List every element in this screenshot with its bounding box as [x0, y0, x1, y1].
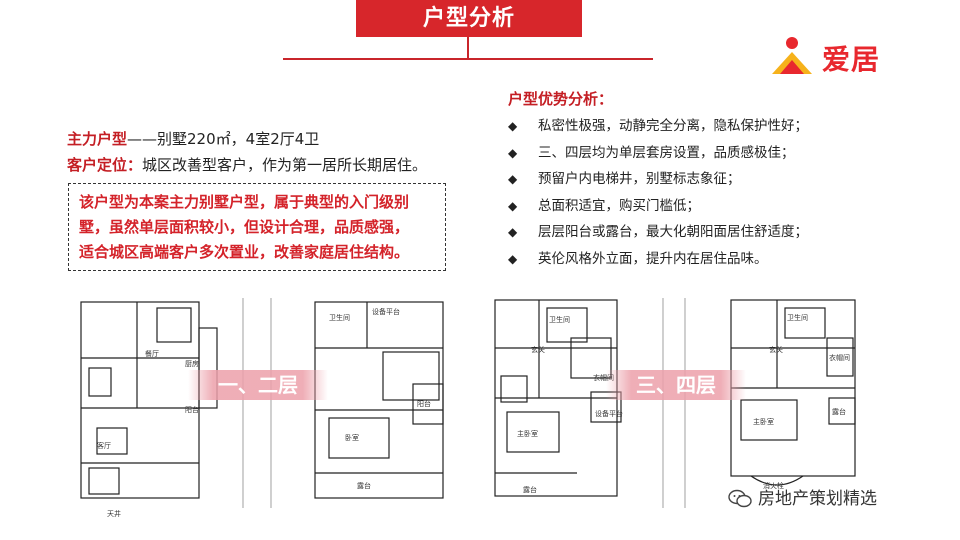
diamond-bullet-icon: ◆ — [508, 145, 518, 160]
highlight-line: 该户型为本案主力别墅户型，属于典型的入门级别 — [79, 193, 410, 211]
floor-banner-1-2: 一、二层 — [188, 370, 328, 400]
floorplan-3-4: 卫生间 玄关 衣帽间 主卧室 设备平台 露台 卫生间 玄关 衣帽间 主卧室 露台… — [487, 288, 879, 520]
room-label: 设备平台 — [372, 307, 400, 316]
positioning-row: 客户定位：城区改善型客户，作为第一居所长期居住。 — [67, 152, 427, 178]
room-label: 卧室 — [345, 433, 359, 442]
floorplan-1-2: 餐厅 厨房 客厅 阳台 卫生间 设备平台 卧室 阳台 露台 天井 — [67, 288, 459, 520]
highlight-line: 墅，虽然单层面积较小，但设计合理，品质感强， — [79, 218, 410, 236]
advantages-list: ◆私密性极强，动静完全分离，隐私保护性好； ◆三、四层均为单层套房设置，品质感极… — [508, 113, 928, 272]
room-label: 设备平台 — [595, 409, 623, 418]
positioning-value: 城区改善型客户，作为第一居所长期居住。 — [142, 156, 428, 174]
room-label: 卫生间 — [329, 313, 350, 322]
room-label: 露台 — [357, 481, 371, 490]
room-label: 衣帽间 — [829, 353, 850, 362]
room-label: 天井 — [107, 509, 121, 518]
list-item: ◆三、四层均为单层套房设置，品质感极佳； — [508, 140, 928, 167]
room-label: 主卧室 — [753, 417, 774, 426]
page-title: 户型分析 — [356, 0, 582, 37]
floor-banner-3-4: 三、四层 — [606, 370, 746, 400]
diamond-bullet-icon: ◆ — [508, 198, 518, 213]
list-item: ◆预留户内电梯井，别墅标志象征； — [508, 166, 928, 193]
brand-logo-icon — [772, 37, 812, 74]
room-label: 客厅 — [97, 441, 111, 450]
advantages-panel: 户型优势分析： ◆私密性极强，动静完全分离，隐私保护性好； ◆三、四层均为单层套… — [508, 88, 928, 272]
list-item: ◆英伦风格外立面，提升内在居住品味。 — [508, 246, 928, 273]
diamond-bullet-icon: ◆ — [508, 225, 518, 239]
diamond-bullet-icon: ◆ — [508, 119, 518, 133]
room-label: 主卧室 — [517, 429, 538, 438]
room-label: 玄关 — [769, 345, 783, 354]
list-item: ◆层层阳台或露台，最大化朝阳面居住舒适度； — [508, 219, 928, 246]
brand-logo-text: 爱居 — [822, 43, 881, 76]
room-label: 阳台 — [185, 405, 199, 414]
diamond-bullet-icon: ◆ — [508, 251, 518, 266]
list-item: ◆私密性极强，动静完全分离，隐私保护性好； — [508, 113, 928, 140]
room-label: 卫生间 — [787, 313, 808, 322]
room-label: 餐厅 — [145, 349, 159, 358]
room-label: 消火栓 — [763, 481, 784, 490]
title-connector — [467, 37, 469, 59]
unit-info: 主力户型——别墅220㎡，4室2厅4卫 客户定位：城区改善型客户，作为第一居所长… — [67, 126, 427, 178]
room-label: 卫生间 — [549, 315, 570, 324]
watermark-text: 房地产策划精选 — [758, 489, 877, 509]
highlight-line: 适合城区高端客户多次置业，改善家庭居住结构。 — [79, 243, 410, 261]
list-item: ◆总面积适宜，购买门槛低； — [508, 193, 928, 220]
room-label: 玄关 — [531, 345, 545, 354]
highlight-box: 该户型为本案主力别墅户型，属于典型的入门级别 墅，虽然单层面积较小，但设计合理，… — [68, 183, 446, 271]
room-label: 衣帽间 — [593, 373, 614, 382]
advantages-title: 户型优势分析： — [508, 90, 614, 108]
wechat-watermark: 房地产策划精选 — [728, 484, 877, 509]
main-type-row: 主力户型——别墅220㎡，4室2厅4卫 — [67, 126, 427, 152]
wechat-icon — [728, 489, 752, 508]
room-label: 露台 — [523, 485, 537, 494]
room-label: 厨房 — [185, 359, 199, 368]
main-type-label: 主力户型 — [67, 130, 128, 148]
diamond-bullet-icon: ◆ — [508, 172, 518, 186]
main-type-value: ——别墅220㎡，4室2厅4卫 — [127, 130, 320, 148]
positioning-label: 客户定位： — [67, 156, 143, 174]
room-label: 露台 — [832, 407, 846, 416]
room-label: 阳台 — [417, 399, 431, 408]
title-divider — [283, 58, 653, 60]
